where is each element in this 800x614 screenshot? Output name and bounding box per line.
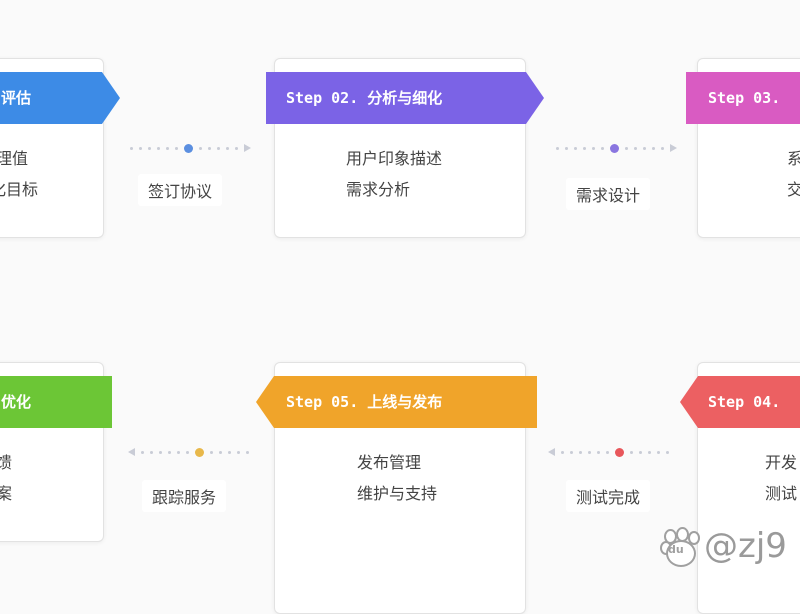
watermark-logo-text: du <box>668 543 684 556</box>
connector-1-label: 签订协议 <box>138 174 223 206</box>
step-4-title: Step 04. <box>708 393 781 411</box>
arrow-right-icon <box>670 144 677 152</box>
arrow-right-icon <box>244 144 251 152</box>
step-6-banner: 与优化 <box>0 376 112 428</box>
step-5-item-2: 维护与支持 <box>357 484 438 503</box>
connector-4-label: 测试完成 <box>566 480 651 512</box>
step-3-item-1: 系 <box>787 149 800 168</box>
connector-1-line <box>130 143 251 153</box>
connector-1-dot <box>184 143 193 153</box>
step-4-item-2: 测试 <box>765 484 798 503</box>
connector-3-dot <box>195 447 204 457</box>
watermark: du @zj9 <box>660 526 787 567</box>
arrow-left-icon <box>548 448 555 456</box>
step-1-item-1: 理值 <box>0 149 29 168</box>
connector-3-label: 跟踪服务 <box>142 480 227 512</box>
step-5-title: Step 05. 上线与发布 <box>286 393 443 411</box>
step-6-title: 与优化 <box>0 393 32 411</box>
step-5-item-1: 发布管理 <box>357 453 422 472</box>
connector-2-label: 需求设计 <box>566 178 651 210</box>
step-3-title: Step 03. <box>708 89 781 107</box>
step-6-item-2: 案 <box>0 484 13 503</box>
step-2-banner: Step 02. 分析与细化 <box>266 72 544 124</box>
step-3-banner: Step 03. <box>686 72 800 124</box>
step-1-title: 与评估 <box>1 89 32 107</box>
connector-4-dot <box>615 447 624 457</box>
step-3-item-2: 交 <box>787 180 800 199</box>
step-2-title: Step 02. 分析与细化 <box>286 89 443 107</box>
step-5-banner: Step 05. 上线与发布 <box>256 376 537 428</box>
connector-4-line <box>548 447 669 457</box>
connector-3-line <box>128 447 249 457</box>
watermark-text: @zj9 <box>704 526 787 566</box>
step-1-banner: 与评估 <box>0 72 120 124</box>
step-1-item-2: 化目标 <box>0 180 39 199</box>
paw-logo-icon: du <box>660 527 700 567</box>
step-2-item-2: 需求分析 <box>346 180 411 199</box>
step-6-item-1: 馈 <box>0 453 13 472</box>
step-4-item-1: 开发 <box>765 453 798 472</box>
step-2-item-1: 用户印象描述 <box>346 149 443 168</box>
connector-2-dot <box>610 143 619 153</box>
step-4-banner: Step 04. <box>680 376 800 428</box>
connector-2-line <box>556 143 677 153</box>
arrow-left-icon <box>128 448 135 456</box>
